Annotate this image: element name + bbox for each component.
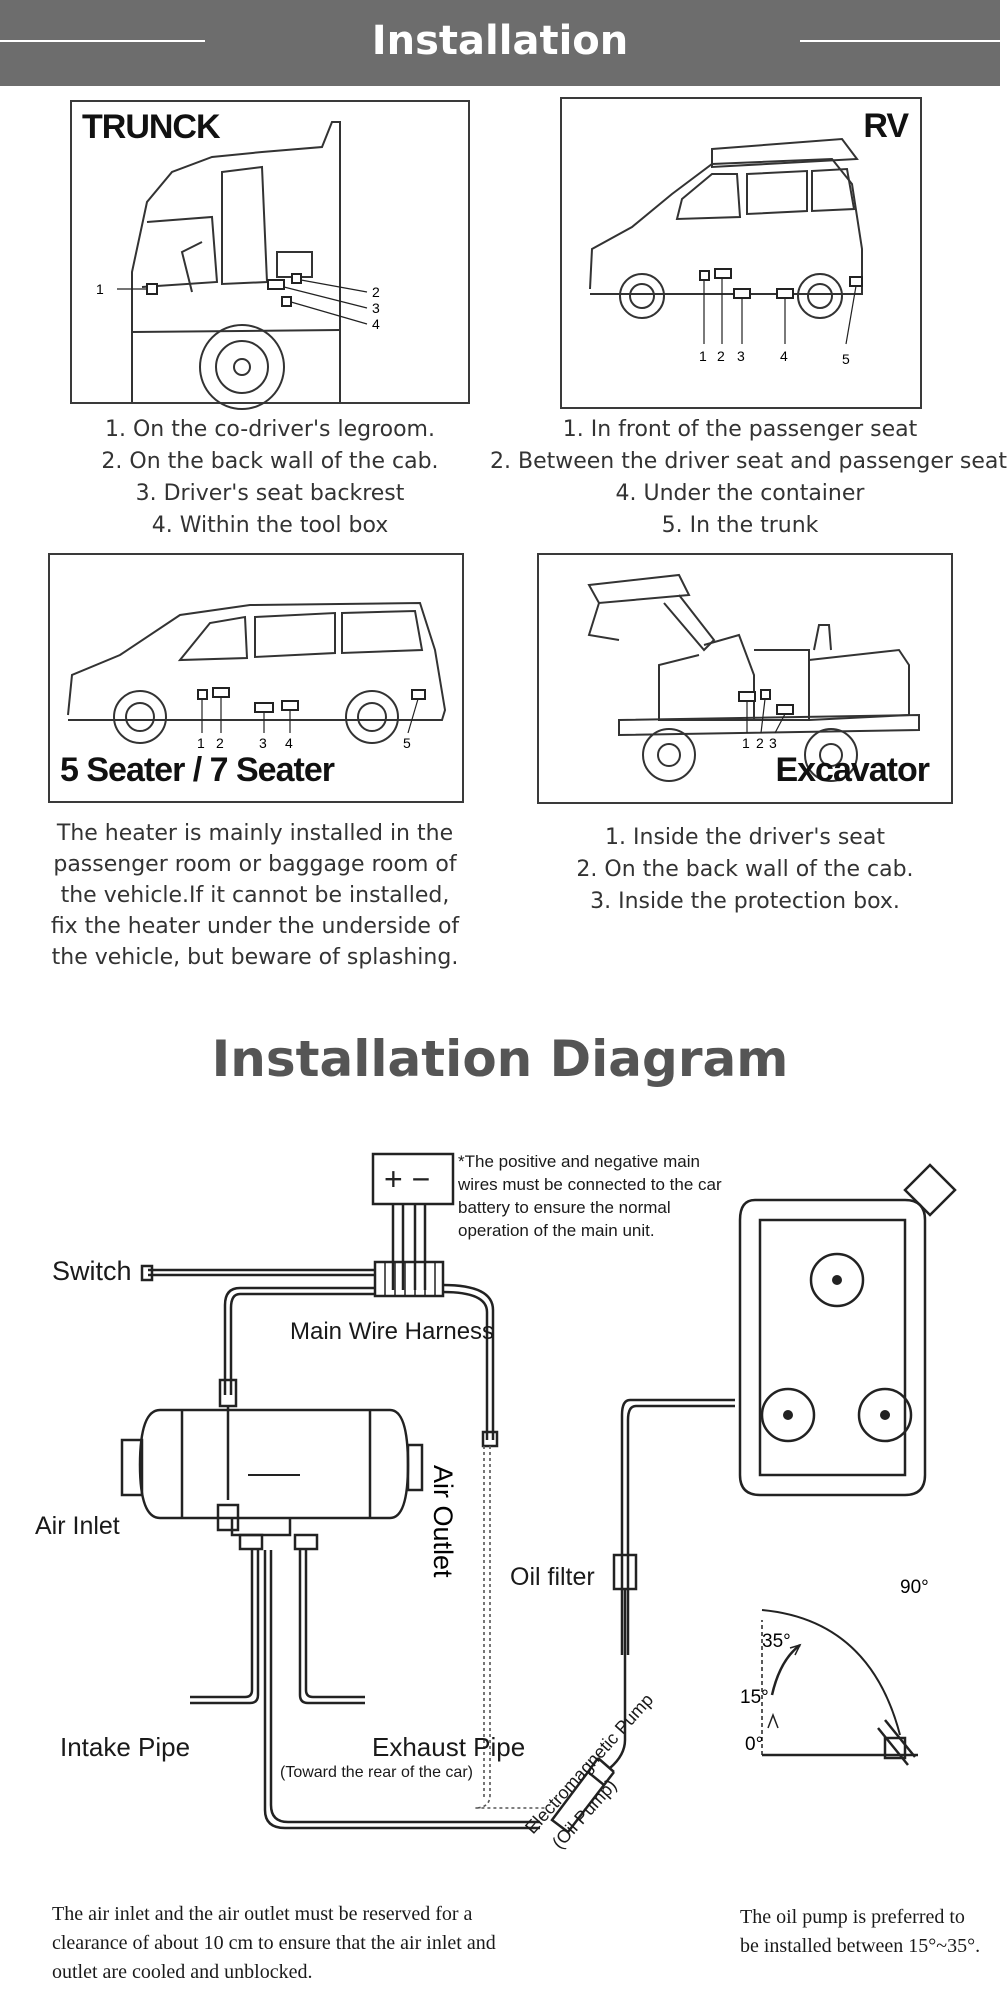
marker-2: 2 (216, 735, 224, 751)
marker-2: 2 (372, 284, 380, 300)
panel-excavator: 1 2 3 Excavator (537, 553, 953, 804)
header-banner (0, 0, 1000, 86)
marker-4: 4 (285, 735, 293, 751)
excavator-illustration: 1 2 3 (587, 573, 920, 782)
installation-diagram: + − Air Outlet Electromagnetic Pump (Oil… (120, 1152, 957, 1853)
oil-filter (612, 1553, 638, 1591)
caption-line: 1. In front of the passenger seat (562, 417, 918, 442)
air-inlet-port (120, 1438, 144, 1497)
marker-2: 2 (717, 348, 725, 364)
caption-line: 2. Between the driver seat and passenger… (490, 449, 1007, 474)
caption-line: 3. Driver's seat backrest (135, 481, 405, 506)
marker-4: 4 (780, 348, 788, 364)
panel-label-excavator: Excavator (775, 751, 930, 789)
label-intake-pipe: Intake Pipe (60, 1732, 191, 1762)
label-air-outlet: Air Outlet (428, 1465, 458, 1578)
angle-35: 35° (762, 1631, 791, 1652)
banner-rule-left (0, 40, 205, 42)
marker-3: 3 (737, 348, 745, 364)
marker-1: 1 (699, 348, 707, 364)
label-switch: Switch (52, 1256, 132, 1286)
seater-illustration: 1 2 3 4 5 (67, 601, 447, 751)
battery (371, 1152, 455, 1206)
label-main-wire-harness: Main Wire Harness (290, 1318, 495, 1345)
caption-line: 2. On the back wall of the cab. (576, 857, 914, 882)
panel-rv: 1 2 3 4 5 RV (560, 97, 922, 409)
label-exhaust-pipe: Exhaust Pipe (372, 1732, 526, 1762)
marker-1: 1 (742, 735, 750, 751)
page-title: Installation (371, 18, 629, 64)
caption-line: 1. Inside the driver's seat (605, 825, 885, 850)
switch-wire (148, 1268, 375, 1277)
tank-cap (903, 1163, 957, 1217)
angle-15: 15° (740, 1687, 769, 1708)
caption-excavator: 1. Inside the driver's seat 2. On the ba… (540, 822, 950, 918)
marker-1: 1 (96, 281, 104, 297)
panel-label-truck: TRUNCK (82, 108, 221, 146)
label-air-inlet: Air Inlet (35, 1512, 120, 1540)
clearance-note: The air inlet and the air outlet must be… (52, 1903, 496, 1983)
heater-body (138, 1408, 410, 1520)
fuel-tank (738, 1198, 927, 1497)
caption-rv: 1. In front of the passenger seat 2. Bet… (490, 414, 1007, 542)
marker-3: 3 (769, 735, 777, 751)
panel-label-seater: 5 Seater / 7 Seater (60, 751, 335, 789)
panel-truck: 1 2 3 4 TRUNCK (70, 100, 470, 410)
marker-2: 2 (756, 735, 764, 751)
angle-90: 90° (900, 1577, 929, 1598)
section-title: Installation Diagram (211, 1030, 789, 1088)
air-outlet-port (406, 1443, 424, 1492)
caption-line: 4. Under the container (615, 481, 865, 506)
harness-connector (373, 1260, 445, 1298)
marker-1: 1 (197, 735, 205, 751)
caption-line: 3. Inside the protection box. (590, 889, 900, 914)
caption-truck: 1. On the co-driver's legroom. 2. On the… (40, 414, 500, 542)
pump-angle-note: The oil pump is preferred to be installe… (740, 1906, 981, 1957)
label-exhaust-note: (Toward the rear of the car) (280, 1764, 473, 1781)
caption-line: 4. Within the tool box (151, 513, 389, 538)
caption-line: 1. On the co-driver's legroom. (105, 417, 435, 442)
marker-3: 3 (259, 735, 267, 751)
marker-3: 3 (372, 300, 380, 316)
angle-0: 0° (745, 1734, 763, 1755)
caption-line: 2. On the back wall of the cab. (101, 449, 439, 474)
marker-5: 5 (842, 351, 850, 367)
rv-illustration: 1 2 3 4 5 (589, 137, 863, 367)
panel-label-rv: RV (863, 107, 909, 145)
battery-note: *The positive and negative main wires mu… (458, 1152, 722, 1240)
marker-5: 5 (403, 735, 411, 751)
truck-illustration: 1 2 3 4 (96, 121, 380, 410)
panel-seater: 1 2 3 4 5 5 Seater / 7 Seater (48, 553, 464, 803)
label-oil-filter: Oil filter (510, 1563, 595, 1591)
caption-seater: The heater is mainly installed in the pa… (50, 821, 460, 970)
banner-rule-right (800, 40, 1000, 42)
battery-symbols: + − (384, 1161, 430, 1197)
marker-4: 4 (372, 316, 380, 332)
caption-line: 5. In the trunk (661, 513, 819, 538)
